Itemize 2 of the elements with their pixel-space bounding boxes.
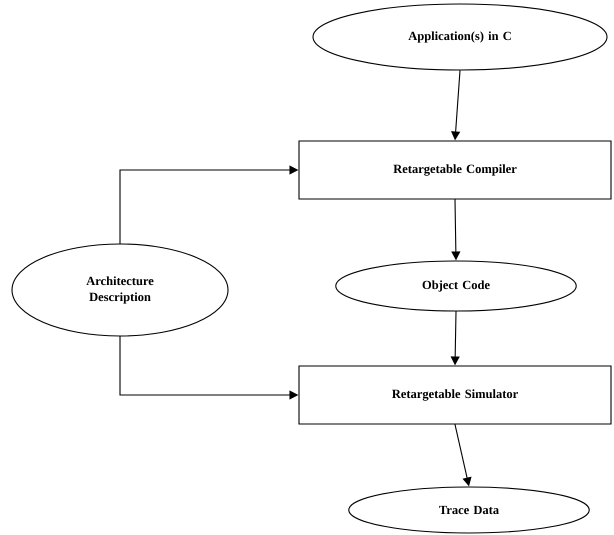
process-box: Retargetable Simulator bbox=[298, 365, 612, 425]
process-box: Retargetable Compiler bbox=[298, 140, 612, 200]
